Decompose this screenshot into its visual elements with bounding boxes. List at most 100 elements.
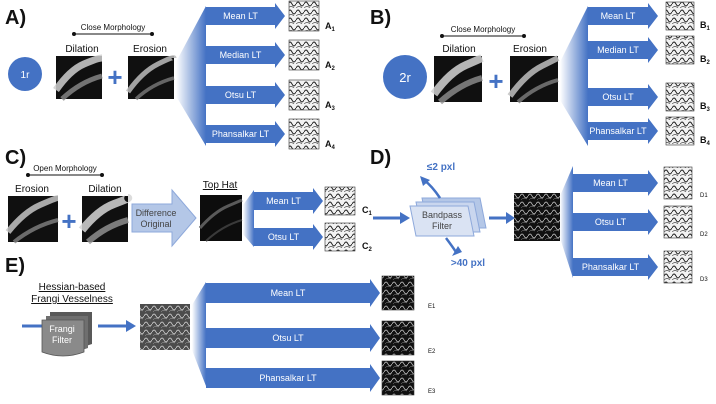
output-image-a-1 (288, 0, 320, 32)
output-image-e-2 (381, 320, 415, 356)
panel-e-letter: E) (5, 255, 25, 277)
output-image-a-4 (288, 118, 320, 150)
fan-e (192, 282, 206, 386)
threshold-arrow-a-1 (206, 3, 285, 29)
output-image-e-1 (381, 275, 415, 311)
frangi-title: Frangi Vesselness (31, 294, 113, 305)
output-label-b-4: B4 (700, 135, 711, 147)
output-image-d-3 (663, 250, 693, 284)
threshold-label-d-2: Otsu LT (595, 217, 627, 227)
arrow-group-c: Mean LT Otsu LT (254, 188, 323, 250)
tophat-label: Top Hat (203, 180, 238, 191)
filter-output-arrowhead-e (126, 320, 136, 332)
output-image-b-3 (665, 82, 695, 112)
threshold-arrow-b-2 (588, 37, 658, 63)
threshold-label-a-3: Otsu LT (225, 90, 257, 100)
threshold-arrow-e-2 (206, 324, 380, 352)
threshold-label-e-1: Mean LT (271, 288, 306, 298)
output-label-d-2: D2 (700, 232, 708, 238)
hessian-title: Hessian-based (39, 282, 106, 293)
threshold-arrow-e-3 (206, 364, 380, 392)
lower-band-arrow (444, 237, 458, 253)
output-label-d-3: D3 (700, 277, 708, 283)
fan-b (560, 6, 588, 146)
op2-label-a: Erosion (133, 44, 167, 55)
threshold-label-b-4: Phansalkar LT (589, 126, 647, 136)
bracket-dot-right-c (100, 173, 104, 177)
bracket-dot-left-c (26, 173, 30, 177)
threshold-label-e-2: Otsu LT (272, 333, 304, 343)
threshold-label-e-3: Phansalkar LT (259, 373, 317, 383)
bracket-dot-left-a (72, 32, 76, 36)
output-label-c-2: C2 (362, 241, 373, 253)
threshold-arrow-a-3 (206, 82, 285, 108)
upper-band-label: ≤2 pxl (427, 162, 455, 173)
radius-label-a: 1r (21, 70, 31, 81)
op2-label-b: Erosion (513, 44, 547, 55)
output-label-a-2: A2 (325, 60, 336, 72)
output-label-b-3: B3 (700, 101, 711, 113)
fan-c (243, 190, 254, 247)
frangi-filter-stack: Frangi Filter (41, 312, 92, 357)
output-label-e-2: E2 (428, 349, 436, 355)
upper-band-arrowhead (420, 176, 430, 186)
output-image-b-2 (665, 35, 695, 65)
difference-arrow: Difference Original (131, 188, 197, 248)
radius-label-b: 2r (399, 70, 411, 85)
radius-circle-b (383, 55, 427, 99)
op2-label-c: Dilation (88, 184, 121, 195)
threshold-label-b-3: Otsu LT (602, 92, 634, 102)
panel-d: D) Bandpass Filter ≤2 pxl >40 pxl Mean L… (370, 147, 708, 284)
fan-d (560, 166, 573, 278)
bracket-dot-right-b (522, 34, 526, 38)
erosion-image-b (507, 55, 560, 104)
threshold-label-b-1: Mean LT (601, 11, 636, 21)
erosion-image-c (5, 195, 59, 244)
output-label-a-4: A4 (325, 139, 336, 151)
op1-label-c: Erosion (15, 184, 49, 195)
threshold-arrow-c-2 (254, 224, 323, 250)
panel-a: A) 1r Close Morphology Dilation Erosion … (5, 0, 336, 151)
tophat-image (198, 195, 243, 242)
plus-sign-c: + (61, 206, 76, 236)
arrow-group-a: Mean LT Median LT Otsu LT Phansalkar LT (206, 3, 285, 147)
plus-sign-b: + (488, 66, 503, 96)
threshold-label-a-1: Mean LT (223, 11, 258, 21)
threshold-label-a-4: Phansalkar LT (212, 129, 270, 139)
threshold-arrow-a-2 (206, 42, 285, 68)
bandpass-filter-stack: Bandpass Filter (409, 197, 487, 237)
op1-label-b: Dilation (442, 44, 475, 55)
frangi-result-image (140, 304, 190, 350)
output-image-a-3 (288, 79, 320, 111)
fan-a (176, 6, 206, 146)
bandpass-result-image (514, 193, 560, 241)
output-label-e-3: E3 (428, 389, 436, 395)
threshold-arrow-b-1 (588, 3, 658, 29)
output-label-a-1: A1 (325, 21, 336, 33)
panel-c: C) Open Morphology Erosion Dilation + Di… (5, 147, 373, 253)
threshold-arrow-b-4 (588, 118, 658, 144)
threshold-arrow-c-1 (254, 188, 323, 214)
output-image-b-4 (665, 116, 695, 146)
output-label-a-3: A3 (325, 100, 336, 112)
lower-band-arrowhead (452, 246, 462, 256)
panel-c-letter: C) (5, 147, 26, 169)
morph-title-b: Close Morphology (451, 25, 515, 34)
threshold-label-a-2: Median LT (220, 50, 262, 60)
panel-d-letter: D) (370, 147, 391, 169)
panel-b-letter: B) (370, 7, 391, 29)
difference-label: Difference (136, 208, 177, 218)
output-image-c-2 (324, 222, 356, 252)
bandpass-label: Bandpass (422, 210, 463, 220)
dilation-image-a (53, 54, 103, 101)
output-label-b-2: B2 (700, 54, 711, 66)
threshold-label-c-2: Otsu LT (268, 232, 300, 242)
output-label-b-1: B1 (700, 20, 711, 32)
threshold-label-c-1: Mean LT (266, 196, 301, 206)
morph-title-a: Close Morphology (81, 23, 145, 32)
threshold-label-b-2: Median LT (597, 45, 639, 55)
output-image-b-1 (665, 1, 695, 31)
bracket-dot-right-a (150, 32, 154, 36)
